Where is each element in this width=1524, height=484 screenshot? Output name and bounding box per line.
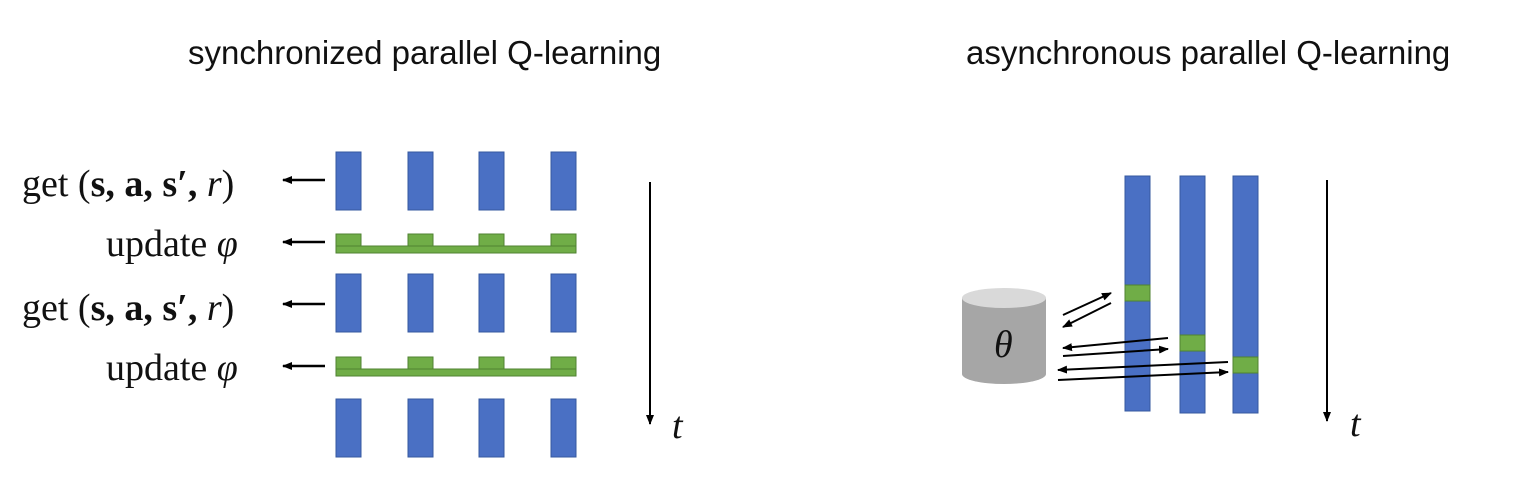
sync-workers [335,151,577,458]
pull-arrow-3 [1057,361,1229,374]
worker-block [550,398,577,458]
async-update-1 [1124,284,1151,302]
worker-block [478,273,505,333]
update-label-2: update φ [106,347,238,389]
push-arrow-3 [1057,368,1229,381]
async-worker-2 [1179,175,1206,414]
right-title: asynchronous parallel Q-learning [966,34,1451,71]
worker-block [407,151,434,211]
worker-block [478,151,505,211]
worker-block [335,273,362,333]
worker-block [335,398,362,458]
left-title: synchronized parallel Q-learning [188,34,662,71]
worker-block [335,151,362,211]
time-label-right: t [1350,403,1362,445]
get-label-1: get (s, a, s′, r) [22,163,234,205]
sync-update-bar-2 [335,356,577,377]
worker-block [550,273,577,333]
get-label-2: get (s, a, s′, r) [22,287,234,329]
row-update-1: update φ [106,223,325,265]
async-update-3 [1232,356,1259,374]
update-label-1: update φ [106,223,238,265]
parameter-store-cylinder: θ [962,288,1046,384]
row-get-2: get (s, a, s′, r) [22,287,325,329]
worker-block [478,398,505,458]
pull-arrow-1 [1062,302,1112,328]
pull-arrow-2 [1062,337,1169,352]
time-label-left: t [672,405,684,447]
row-get-1: get (s, a, s′, r) [22,163,325,205]
async-workers [1124,175,1259,414]
push-arrow-2 [1062,345,1169,357]
push-arrow-1 [1062,292,1112,316]
sync-update-bar-1 [335,233,577,254]
async-update-2 [1179,334,1206,352]
worker-block [550,151,577,211]
row-update-2: update φ [106,347,325,389]
async-arrows [1057,292,1229,381]
async-worker-3 [1232,175,1259,414]
store-label: θ [994,324,1013,366]
worker-block [407,398,434,458]
worker-block [407,273,434,333]
